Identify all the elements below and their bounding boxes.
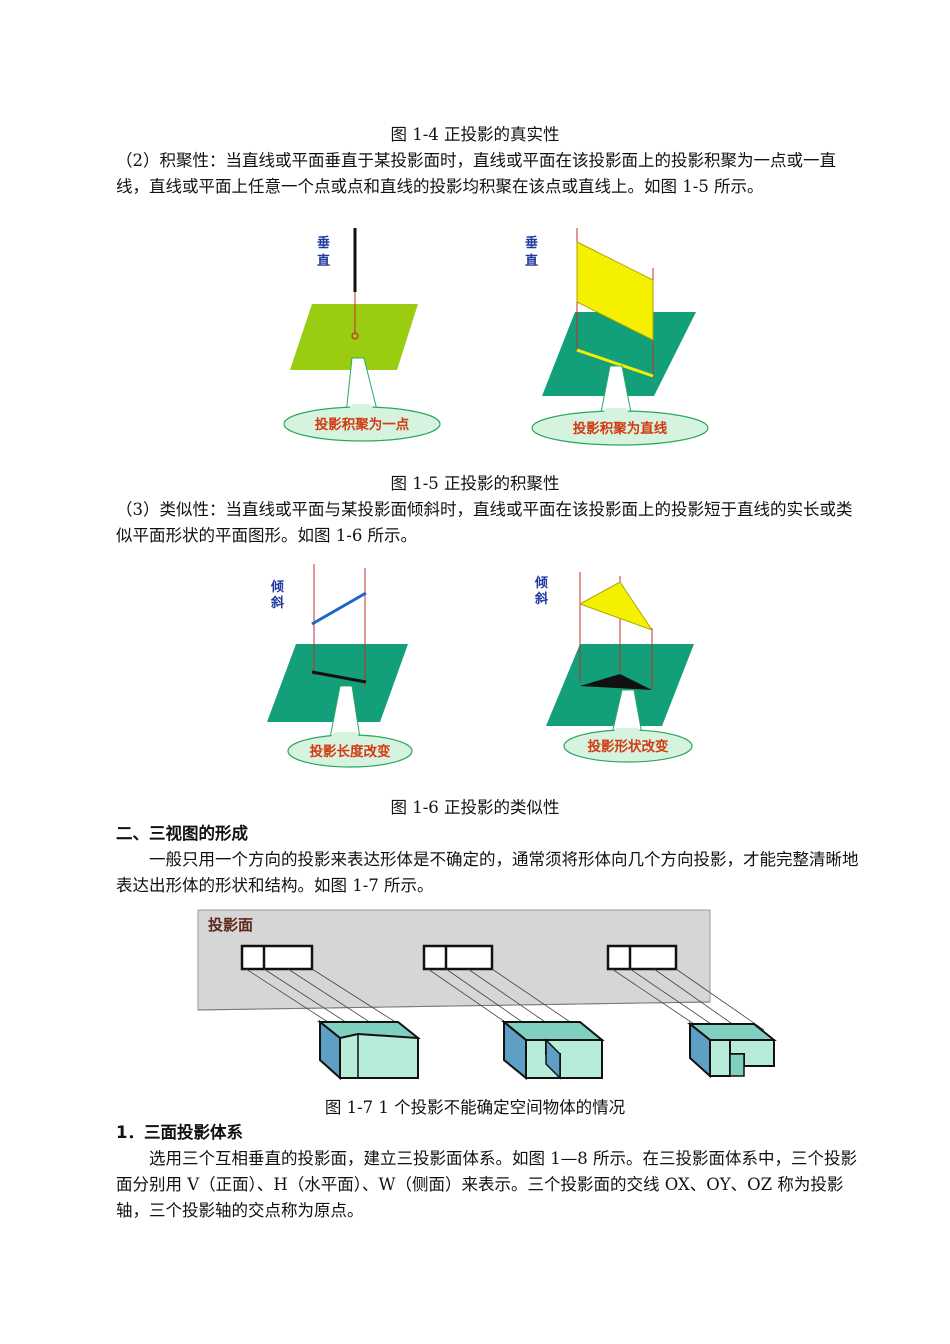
fig16-left-label-2: 斜	[270, 595, 284, 611]
projected-line	[576, 348, 654, 378]
section-heading-sanmian: 1．三面投影体系	[116, 1123, 243, 1142]
projected-point	[351, 332, 359, 340]
section-heading-sanshitu: 二、三视图的形成	[116, 824, 248, 843]
paragraph-jujuxing: （2）积聚性：当直线或平面垂直于某投影面时，直线或平面在该投影面上的投影积聚为一…	[116, 151, 836, 196]
projection-group-2	[422, 944, 605, 1081]
fig15-left-label-2: 直	[317, 253, 330, 269]
projection-group-1	[240, 944, 421, 1081]
projected-triangle	[580, 674, 652, 690]
yellow-plane	[576, 241, 654, 341]
figure-1-6: 倾 斜 投影长度改变 倾 斜 投影形状改变	[267, 564, 694, 768]
fig16-right-callout: 投影形状改变	[588, 738, 669, 755]
fig15-left-label-1: 垂	[317, 235, 330, 251]
projected-line	[311, 670, 367, 684]
projection-group-3	[606, 944, 777, 1079]
fig16-right-label-1: 倾	[534, 575, 548, 591]
fig15-right-label-1: 垂	[525, 235, 538, 251]
yellow-triangle	[578, 581, 654, 631]
paragraph-sanshitu: 一般只用一个方向的投影来表达形体是不确定的，通常须将形体向几个方向投影，才能完整…	[116, 850, 859, 895]
figure-1-6-caption: 图 1-6 正投影的类似性	[390, 798, 560, 817]
paragraph-sanmian: 选用三个互相垂直的投影面，建立三投影面体系。如图 1—8 所示。在三投影面体系中…	[116, 1149, 857, 1220]
figure-1-7-caption: 图 1-7 1 个投影不能确定空间物体的情况	[324, 1098, 626, 1117]
fig15-right-label-2: 直	[525, 253, 538, 269]
fig15-left-callout: 投影积聚为一点	[315, 416, 410, 433]
green-plane	[267, 644, 408, 722]
inclined-line	[311, 591, 367, 626]
fig15-right-callout: 投影积聚为直线	[573, 420, 668, 437]
figure-1-5-caption: 图 1-5 正投影的积聚性	[390, 474, 560, 493]
figure-1-4-caption: 图 1-4 正投影的真实性	[390, 125, 560, 144]
fig15-left-diagram: 垂 直 投影积聚为一点	[283, 228, 441, 442]
fig16-right-label-2: 斜	[534, 591, 548, 607]
figure-1-5: 垂 直 投影积聚为一点 垂 直 投影积聚为直线	[283, 228, 709, 446]
green-plane	[542, 312, 696, 396]
fig16-right-diagram: 倾 斜 投影形状改变	[534, 572, 694, 763]
paragraph-leisixing: （3）类似性：当直线或平面与某投影面倾斜时，直线或平面在该投影面上的投影短于直线…	[116, 500, 853, 545]
projection-panel-label: 投影面	[208, 916, 253, 934]
fig16-left-label-1: 倾	[270, 579, 284, 595]
figure-1-7: 投影面	[197, 909, 777, 1081]
fig16-left-callout: 投影长度改变	[310, 743, 391, 760]
fig15-right-diagram: 垂 直 投影积聚为直线	[525, 228, 709, 446]
fig16-left-diagram: 倾 斜 投影长度改变	[267, 564, 413, 768]
